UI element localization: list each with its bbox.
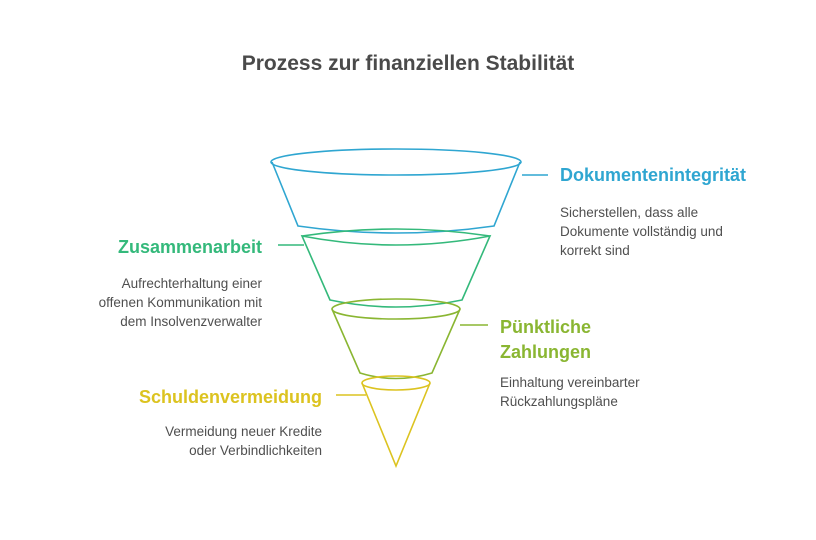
label-line: Zahlungen	[500, 342, 591, 362]
description-line: Aufrechterhaltung einer	[121, 276, 262, 291]
stage-description-puenktliche-zahlungen: Einhaltung vereinbarter Rückzahlungsplän…	[500, 373, 730, 411]
description-line: Einhaltung vereinbarter	[500, 375, 640, 390]
stage-description-dokumentenintegritaet: Sicherstellen, dass alle Dokumente volls…	[560, 203, 790, 260]
stage-label-schuldenvermeidung: Schuldenvermeidung	[138, 387, 322, 407]
funnel-stage-zusammenarbeit	[278, 228, 492, 308]
description-line: oder Verbindlichkeiten	[189, 443, 322, 458]
stage-label-puenktliche-zahlungen: Pünktliche Zahlungen	[500, 315, 650, 365]
stage-description-zusammenarbeit: Aufrechterhaltung einer offenen Kommunik…	[40, 274, 262, 331]
description-line: Dokumente vollständig und	[560, 224, 723, 239]
description-line: Rückzahlungspläne	[500, 394, 618, 409]
description-line: Sicherstellen, dass alle	[560, 205, 699, 220]
page-title: Prozess zur finanziellen Stabilität	[241, 52, 575, 75]
stage-description-schuldenvermeidung: Vermeidung neuer Kredite oder Verbindlic…	[100, 422, 322, 460]
description-line: korrekt sind	[560, 243, 630, 258]
stage-label-dokumentenintegritaet: Dokumentenintegrität	[560, 165, 747, 185]
funnel-stage-schuldenvermeidung	[336, 375, 431, 469]
description-line: Vermeidung neuer Kredite	[165, 424, 322, 439]
description-line: dem Insolvenzverwalter	[120, 314, 262, 329]
description-line: offenen Kommunikation mit	[98, 295, 262, 310]
funnel-stage-puenktliche-zahlungen	[331, 298, 488, 380]
label-line: Pünktliche	[500, 317, 592, 337]
stage-label-zusammenarbeit: Zusammenarbeit	[117, 237, 262, 257]
funnel-stage-dokumentenintegritaet	[270, 148, 548, 234]
